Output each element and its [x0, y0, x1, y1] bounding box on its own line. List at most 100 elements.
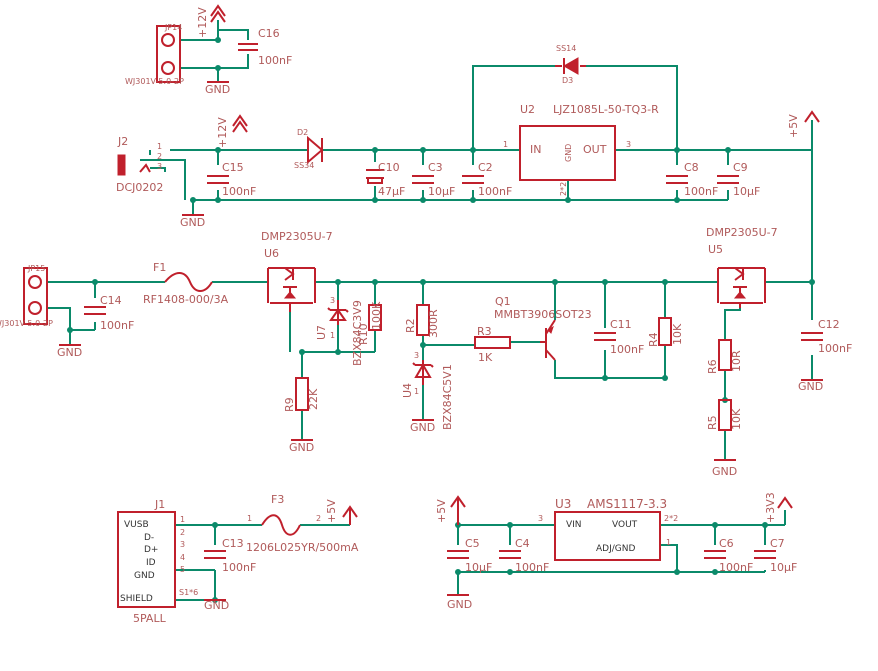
label-u6-part: DMP2305U-7: [261, 230, 333, 243]
label-c13-val: 100nF: [222, 561, 256, 574]
label-j1-s1: S1*6: [179, 588, 198, 597]
label-c12-val: 100nF: [818, 342, 852, 355]
label-u7: U7: [315, 325, 328, 340]
label-gnd-j2: GND: [180, 216, 205, 229]
label-j1-p2: 2: [180, 528, 185, 537]
label-c11: C11: [610, 318, 632, 331]
c14-capacitor: C14 100nF: [84, 294, 134, 332]
u6-pmos: DMP2305U-7 U6: [261, 230, 333, 312]
label-j1-gnd: GND: [134, 571, 155, 581]
f1-fuse: F1 RF1408-000/3A: [143, 261, 229, 306]
label-c9: C9: [733, 161, 748, 174]
supply-5v-right: +5V: [787, 110, 820, 138]
label-c13: C13: [222, 537, 244, 550]
label-u3: U3: [555, 497, 571, 511]
u5-pmos: DMP2305U-7 U5: [706, 226, 778, 308]
label-gnd-r5: GND: [712, 465, 737, 478]
c4-capacitor: C4 100nF: [499, 537, 549, 574]
c16-capacitor: C16 100nF: [238, 27, 292, 67]
f3-fuse: F3 1 2 1206L025YR/500mA: [246, 493, 359, 554]
label-u3-vin: VIN: [566, 520, 582, 530]
label-j2-p3: 3: [157, 162, 162, 171]
label-u4: U4: [401, 383, 414, 398]
jp15-connector: JP15 WJ301V-5.0-2P: [0, 264, 53, 328]
label-c2: C2: [478, 161, 493, 174]
c8-capacitor: C8 100nF: [666, 161, 718, 198]
label-u3-p2: 2*2: [664, 514, 678, 523]
label-u2-p2: 2*2: [559, 182, 568, 196]
r2-resistor: R2 300R: [404, 304, 440, 338]
gnd-r9: GND: [289, 439, 314, 454]
label-12v-mid: +12V: [216, 117, 229, 148]
label-r6: R6: [706, 359, 719, 374]
label-j1-p1: 1: [180, 515, 185, 524]
label-u2-part: LJZ1085L-50-TQ3-R: [553, 103, 659, 116]
label-u6: U6: [264, 247, 279, 260]
label-ss14: SS14: [556, 44, 576, 53]
label-r3: R3: [477, 325, 492, 338]
label-c3: C3: [428, 161, 443, 174]
wires: [48, 20, 813, 601]
label-u3-p3: 3: [538, 514, 543, 523]
label-r3-val: 1K: [478, 351, 493, 364]
label-u2-out: OUT: [583, 143, 607, 156]
jp14-connector: JP14 WJ301V-5.0-2P: [125, 23, 184, 86]
r4-resistor: R4 10K: [647, 317, 684, 347]
label-r10-val: 100K: [370, 301, 383, 330]
label-c8: C8: [684, 161, 699, 174]
label-f1-part: RF1408-000/3A: [143, 293, 229, 306]
label-c7: C7: [770, 537, 785, 550]
label-c7-val: 10µF: [770, 561, 797, 574]
label-c2-val: 100nF: [478, 185, 512, 198]
label-c4-val: 100nF: [515, 561, 549, 574]
label-c15-val: 100nF: [222, 185, 256, 198]
gnd-j1: GND: [204, 599, 229, 612]
c10-capacitor: C10 47µF: [366, 161, 405, 198]
label-c6-val: 100nF: [719, 561, 753, 574]
label-j1-part: 5PALL: [133, 612, 167, 625]
label-d2: D2: [297, 128, 308, 137]
label-f3-part: 1206L025YR/500mA: [246, 541, 359, 554]
gnd-u4: GND: [410, 419, 435, 434]
label-u2-p3: 3: [626, 140, 631, 149]
label-jp15: JP15: [27, 264, 45, 273]
u7-zener: 3 1 U7 BZX84C3V9: [315, 296, 364, 366]
label-c16-val: 100nF: [258, 54, 292, 67]
label-j1-id: ID: [146, 558, 156, 568]
label-c12: C12: [818, 318, 840, 331]
gnd-top: GND: [205, 81, 230, 96]
supply-5v-usb: +5V: [325, 499, 358, 525]
d3-diode: SS14 D3: [555, 44, 586, 85]
gnd-r5: GND: [712, 459, 737, 478]
label-u2: U2: [520, 103, 535, 116]
label-5v-u3: +5V: [435, 499, 448, 523]
label-d3: D3: [562, 76, 573, 85]
label-jp14-part: WJ301V-5.0-2P: [125, 77, 184, 86]
r6-resistor: R6 10R: [706, 339, 743, 374]
label-jp15-part: WJ301V-5.0-2P: [0, 319, 53, 328]
label-c14-val: 100nF: [100, 319, 134, 332]
r9-resistor: R9 22K: [283, 377, 320, 412]
label-f3-p2: 2: [316, 514, 321, 523]
label-r4: R4: [647, 332, 660, 347]
label-r5-val: 10K: [730, 408, 743, 430]
label-c4: C4: [515, 537, 530, 550]
label-gnd-u4: GND: [410, 421, 435, 434]
label-c3-val: 10µF: [428, 185, 455, 198]
c15-capacitor: C15 100nF: [207, 161, 256, 198]
label-j1-dm: D-: [144, 533, 154, 543]
label-c6: C6: [719, 537, 734, 550]
label-u4-part: BZX84C5V1: [441, 364, 454, 430]
label-gnd-j1: GND: [204, 599, 229, 612]
u3-regulator: VIN VOUT ADJ/GND 3 1 2*2 U3 AMS1117-3.3: [538, 497, 678, 561]
label-j1-p5: 5: [180, 565, 185, 574]
label-5v-usb: +5V: [325, 499, 338, 523]
d2-diode: D2 SS34: [294, 128, 324, 170]
label-u7-p1: 1: [330, 331, 335, 340]
label-u3-adj: ADJ/GND: [596, 544, 635, 554]
c7-capacitor: C7 10µF: [754, 537, 797, 574]
label-c14: C14: [100, 294, 122, 307]
label-j2: J2: [117, 135, 128, 148]
label-c15: C15: [222, 161, 244, 174]
